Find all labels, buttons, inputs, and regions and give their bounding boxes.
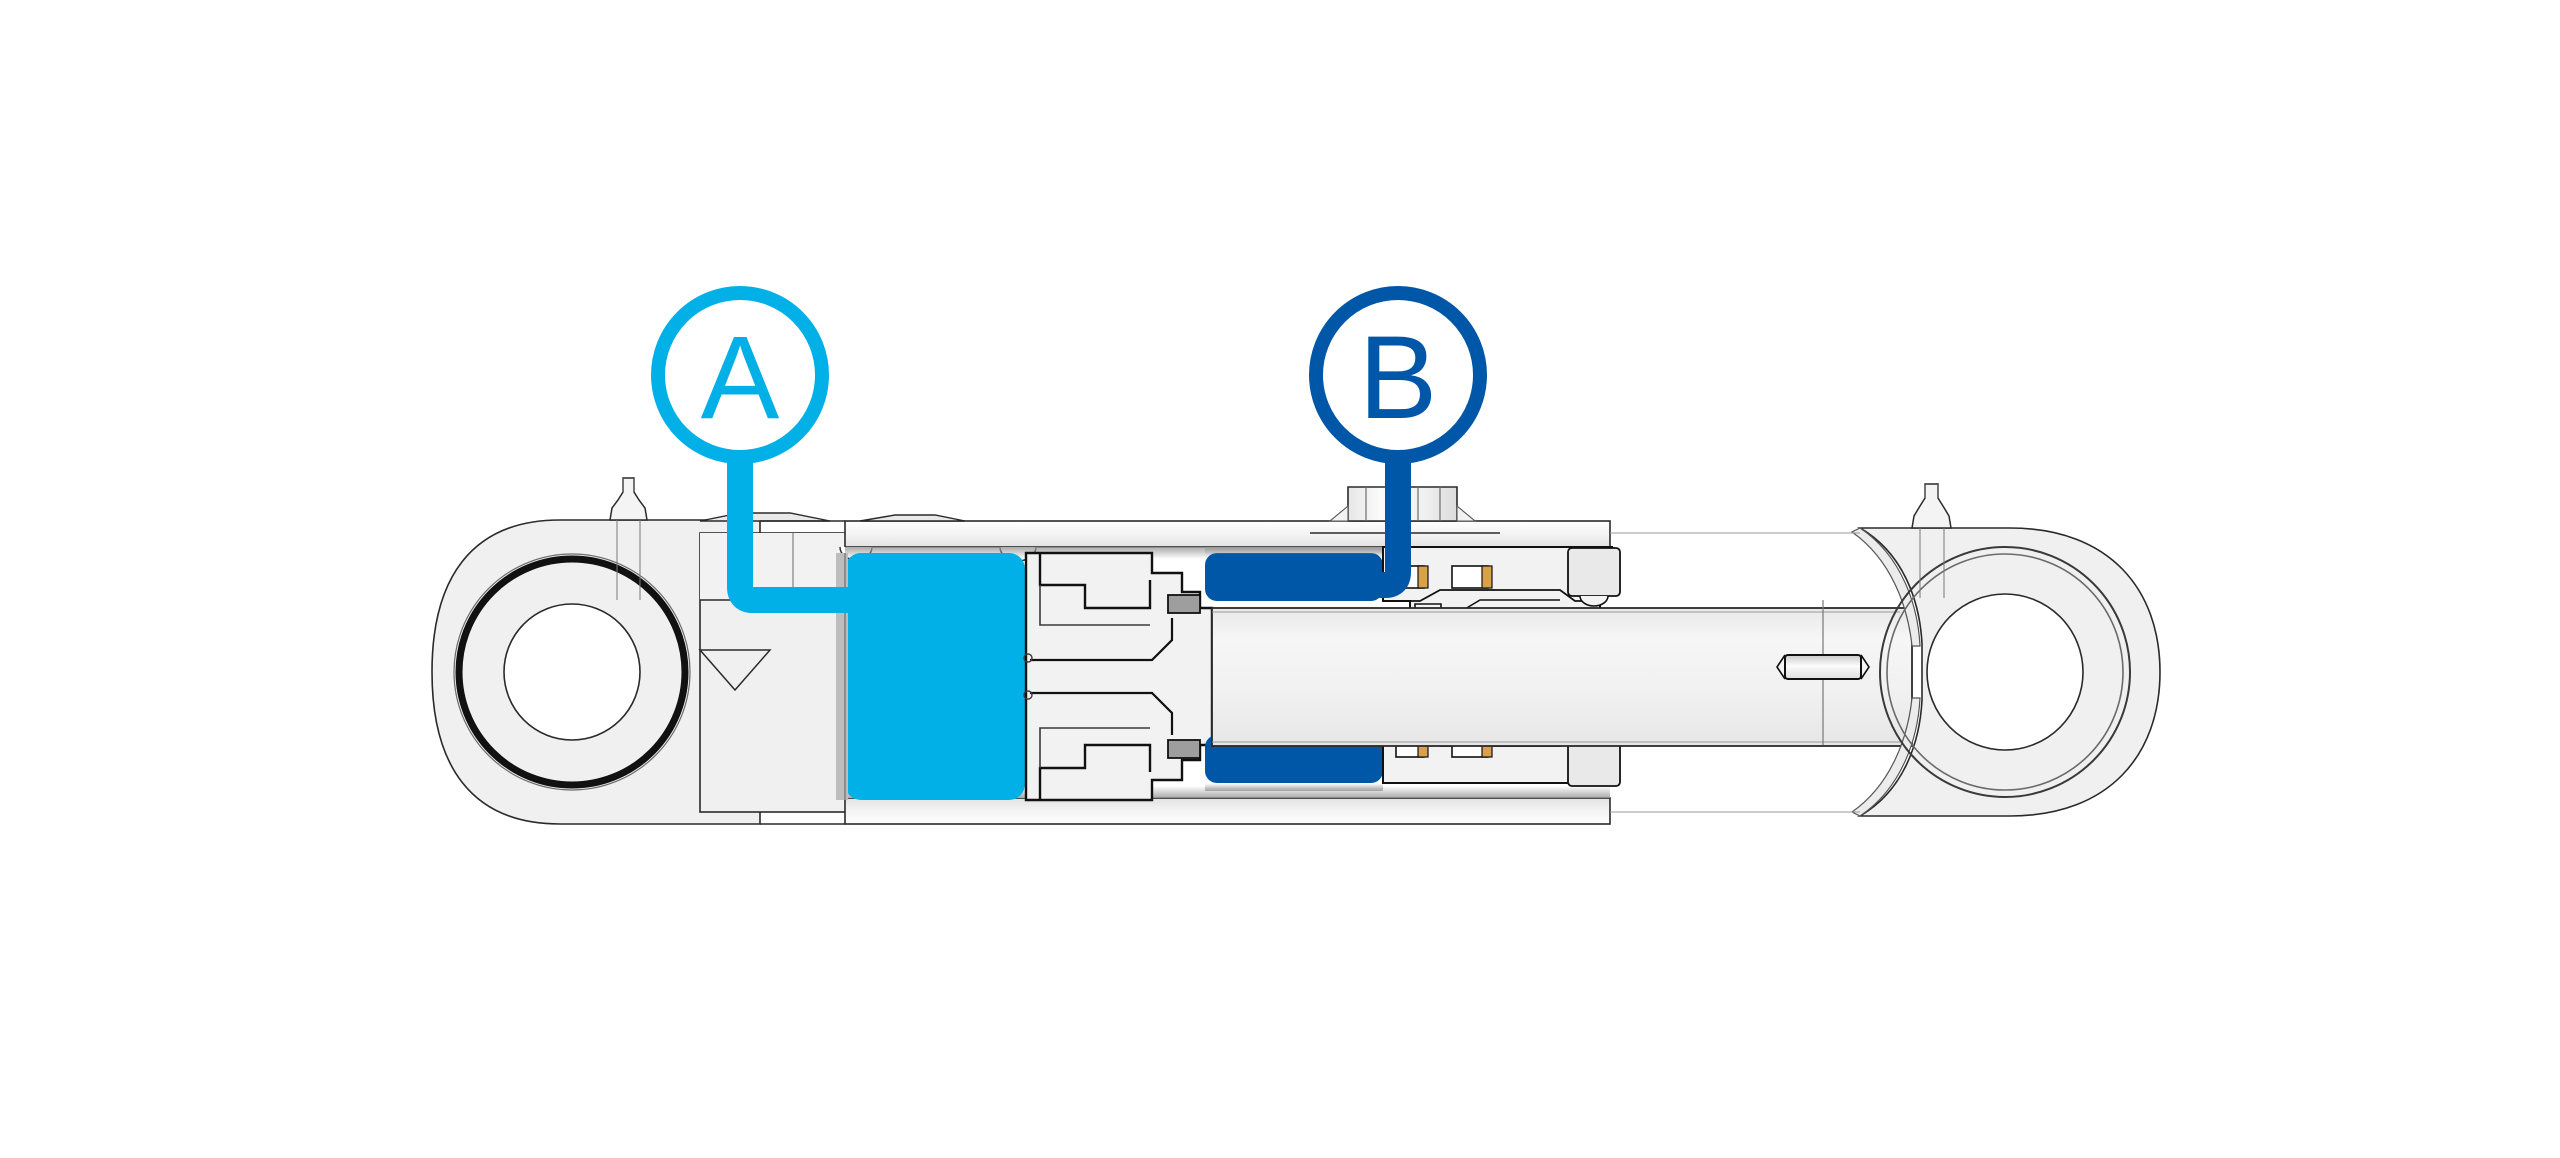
- chamber-a-fill: [845, 553, 1025, 800]
- rod-seal-top-b: [1481, 565, 1493, 589]
- callout-b-leader: [1230, 420, 1411, 598]
- rod-end-mounting-eye: [1850, 527, 2161, 817]
- grease-nipple-cap-end: [609, 477, 648, 600]
- callout-a-leader: [727, 420, 880, 613]
- bore-side-chamber-fluid: [845, 553, 1025, 800]
- chamber-b-fill-bottom: [1205, 735, 1383, 783]
- callout-b-label: B: [1359, 312, 1438, 444]
- callout-a[interactable]: A: [651, 286, 880, 613]
- assembly-reference-lines: [760, 520, 1860, 825]
- callout-b[interactable]: B: [1230, 286, 1487, 598]
- weld-pin: [1776, 600, 1870, 745]
- rod-seal-top-a: [1417, 565, 1429, 589]
- callout-b-bubble[interactable]: [1309, 286, 1487, 464]
- piston-wear-ring-top: [1167, 594, 1201, 614]
- gland-retainer-top: [1567, 547, 1621, 597]
- piston-wear-ring-bottom: [1167, 739, 1201, 759]
- barrel-wall-bottom: [844, 797, 1611, 825]
- barrel-wall-top: [844, 520, 1611, 548]
- cap-end-mounting-eye: [431, 519, 761, 825]
- grease-nipple-rod-end: [1911, 483, 1952, 598]
- callout-a-bubble[interactable]: [651, 286, 829, 464]
- callout-a-label: A: [701, 312, 780, 444]
